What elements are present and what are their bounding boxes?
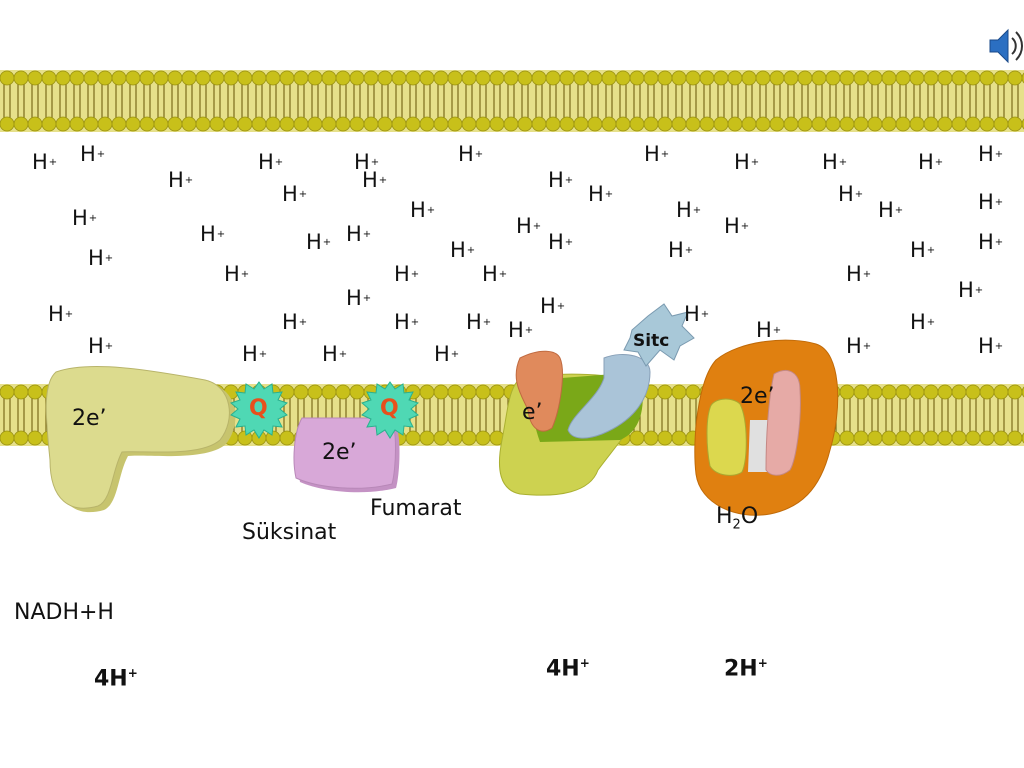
h-ion: H+ xyxy=(838,182,864,206)
water-label: H2O xyxy=(716,504,759,533)
h-ion: H+ xyxy=(410,198,436,222)
h-ion: H+ xyxy=(306,230,332,254)
h-ion: H+ xyxy=(482,262,508,286)
complex-four xyxy=(694,339,839,516)
h-ion: H+ xyxy=(72,206,98,230)
h-ion: H+ xyxy=(450,238,476,262)
h-ion: H+ xyxy=(822,150,848,174)
h-ion: H+ xyxy=(724,214,750,238)
h-ion: H+ xyxy=(978,230,1004,254)
proton-pump-count-complex-four: 2H+ xyxy=(724,656,768,682)
h-ion: H+ xyxy=(548,168,574,192)
h-ion: H+ xyxy=(346,222,372,246)
h-ion: H+ xyxy=(540,294,566,318)
h-ion: H+ xyxy=(242,342,268,366)
cytochrome-c-label: Sitc xyxy=(633,331,670,351)
complex-two xyxy=(293,417,400,493)
h-ion: H+ xyxy=(80,142,106,166)
h-ion: H+ xyxy=(48,302,74,326)
complex-one xyxy=(45,366,236,513)
h-ion: H+ xyxy=(878,198,904,222)
complex-two-electron-label: 2e’ xyxy=(322,440,357,465)
fumarat-label: Fumarat xyxy=(370,496,462,521)
h-ion: H+ xyxy=(644,142,670,166)
h-ion: H+ xyxy=(346,286,372,310)
complex-three-electron-label: e’ xyxy=(522,400,543,425)
complex-one-electron-label: 2e’ xyxy=(72,406,107,431)
h-ion: H+ xyxy=(258,150,284,174)
complex-four-electron-label: 2e’ xyxy=(740,384,775,409)
h-ion: H+ xyxy=(88,246,114,270)
proton-pump-count-complex-three: 4H+ xyxy=(546,656,590,682)
h-ion: H+ xyxy=(168,168,194,192)
speaker-icon[interactable] xyxy=(989,28,1023,64)
h-ion: H+ xyxy=(224,262,250,286)
h-ion: H+ xyxy=(282,310,308,334)
ubiquinone-one xyxy=(230,381,288,439)
h-ion: H+ xyxy=(548,230,574,254)
h-ion: H+ xyxy=(282,182,308,206)
h-ion: H+ xyxy=(978,142,1004,166)
h-ion: H+ xyxy=(846,334,872,358)
outer-membrane xyxy=(0,70,1024,132)
h-ion: H+ xyxy=(394,310,420,334)
h-ion: H+ xyxy=(684,302,710,326)
h-ion: H+ xyxy=(756,318,782,342)
h-ion: H+ xyxy=(668,238,694,262)
cytochrome-c xyxy=(623,303,695,367)
h-ion: H+ xyxy=(32,150,58,174)
h-ion: H+ xyxy=(362,168,388,192)
h-ion: H+ xyxy=(458,142,484,166)
h-ion: H+ xyxy=(918,150,944,174)
h-ion: H+ xyxy=(394,262,420,286)
h-ion: H+ xyxy=(516,214,542,238)
h-ion: H+ xyxy=(910,238,936,262)
complex-three xyxy=(499,350,651,496)
h-ion: H+ xyxy=(910,310,936,334)
h-ion: H+ xyxy=(588,182,614,206)
h-ion: H+ xyxy=(978,334,1004,358)
h-ion: H+ xyxy=(978,190,1004,214)
h-ion: H+ xyxy=(322,342,348,366)
proton-pump-count-complex-one: 4H+ xyxy=(94,666,138,692)
h-ion: H+ xyxy=(958,278,984,302)
h-ion: H+ xyxy=(508,318,534,342)
suksinat-label: Süksinat xyxy=(242,520,337,545)
h-ion: H+ xyxy=(434,342,460,366)
h-ion: H+ xyxy=(676,198,702,222)
h-ion: H+ xyxy=(734,150,760,174)
h-ion: H+ xyxy=(354,150,380,174)
h-ion: H+ xyxy=(200,222,226,246)
ubiquinone-two xyxy=(361,381,419,439)
q-label-one: Q xyxy=(249,396,268,421)
h-ion: H+ xyxy=(466,310,492,334)
h-ion: H+ xyxy=(846,262,872,286)
q-label-two: Q xyxy=(380,396,399,421)
nadh-label: NADH+H xyxy=(14,600,114,625)
h-ion: H+ xyxy=(88,334,114,358)
